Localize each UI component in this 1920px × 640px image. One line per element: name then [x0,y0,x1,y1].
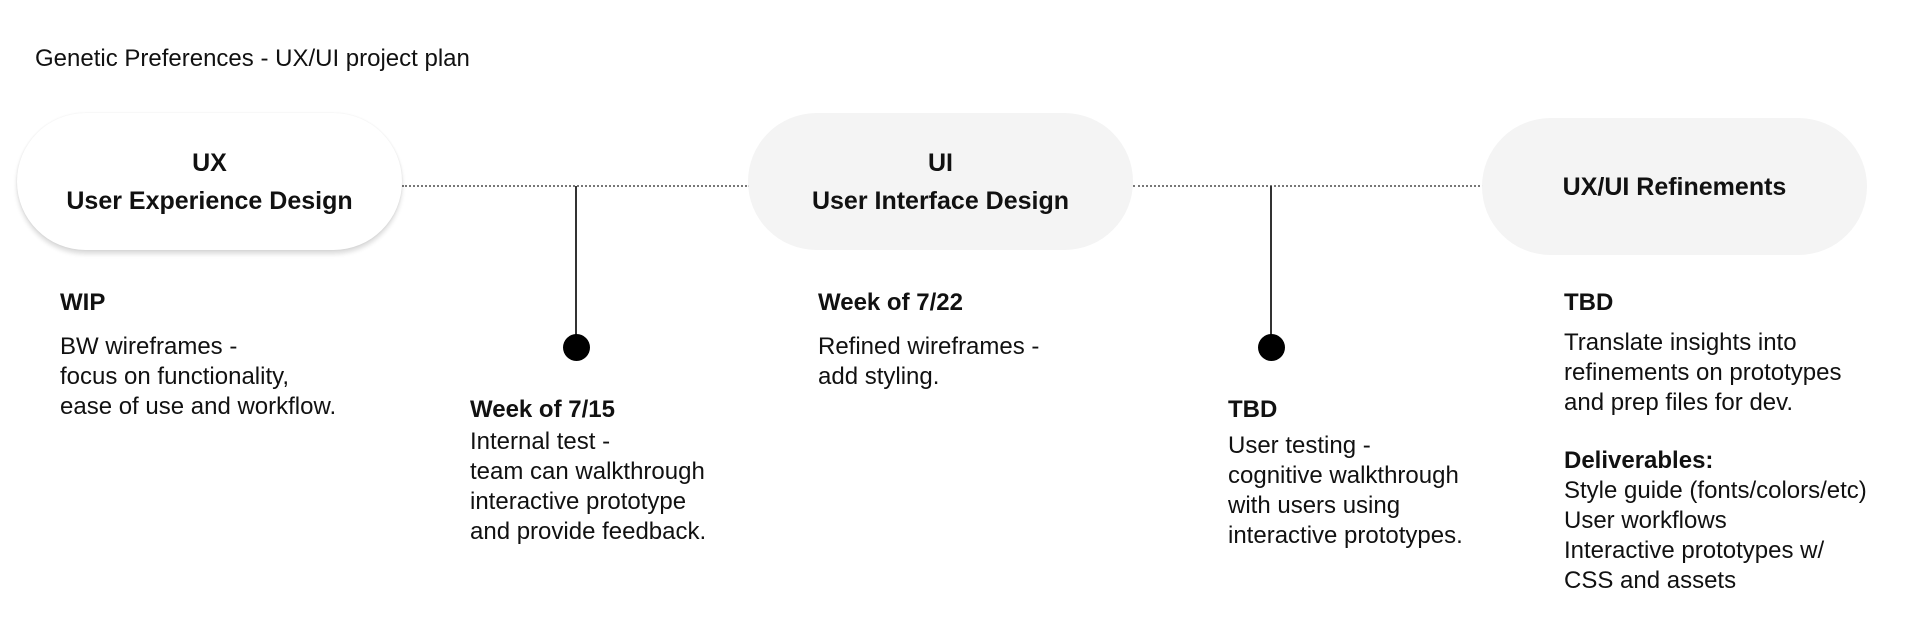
detail-line: add styling. [818,363,940,390]
deliverable-item: CSS and assets [1564,567,1737,594]
deliverables-heading: Deliverables: [1564,447,1714,474]
phase-ux-abbrev: UX [192,148,227,177]
detail-line: focus on functionality, [60,363,290,390]
phase-ux-details: WIP BW wireframes - focus on functionali… [60,288,336,422]
milestone-stem [1270,186,1272,348]
deliverable-item: Interactive prototypes w/ [1564,537,1825,564]
milestone-internal-test: Week of 7/15 Internal test - team can wa… [470,395,706,547]
milestone-line: Internal test - [470,428,611,455]
milestone-line: User testing - [1228,432,1371,459]
deliverable-item: User workflows [1564,507,1727,534]
phase-ui-pill: UI User Interface Design [748,113,1133,250]
page-title: Genetic Preferences - UX/UI project plan [35,45,470,72]
milestone-line: cognitive walkthrough [1228,462,1459,489]
milestone-line: interactive prototype [470,488,687,515]
milestone-dot [563,334,590,361]
timeline-connector [1133,185,1484,187]
milestone-line: with users using [1228,492,1401,519]
milestone-line: team can walkthrough [470,458,705,485]
phase-ui-status: Week of 7/22 [818,289,963,316]
phase-ui-details: Week of 7/22 Refined wireframes - add st… [818,288,1039,392]
milestone-stem [575,186,577,348]
phase-ui-name: User Interface Design [811,186,1070,215]
milestone-date: TBD [1228,396,1278,423]
phase-ux-status: WIP [60,289,106,316]
detail-line: and prep files for dev. [1564,389,1794,416]
deliverable-item: Style guide (fonts/colors/etc) [1564,477,1867,504]
milestone-user-testing: TBD User testing - cognitive walkthrough… [1228,395,1463,551]
detail-line: ease of use and workflow. [60,393,337,420]
phase-ui-abbrev: UI [928,148,953,177]
phase-refinements-name: UX/UI Refinements [1562,172,1787,201]
milestone-line: interactive prototypes. [1228,522,1463,549]
phase-refinements-pill: UX/UI Refinements [1482,118,1867,255]
milestone-date: Week of 7/15 [470,396,615,423]
detail-line: Translate insights into [1564,329,1797,356]
milestone-dot [1258,334,1285,361]
phase-refinements-status: TBD [1564,289,1614,316]
detail-line: BW wireframes - [60,333,238,360]
detail-line: refinements on prototypes [1564,359,1842,386]
detail-line: Refined wireframes - [818,333,1040,360]
phase-ux-pill: UX User Experience Design [17,113,402,250]
milestone-line: and provide feedback. [470,518,707,545]
phase-ux-name: User Experience Design [66,186,353,215]
phase-refinements-details: TBD Translate insights into refinements … [1564,288,1867,596]
